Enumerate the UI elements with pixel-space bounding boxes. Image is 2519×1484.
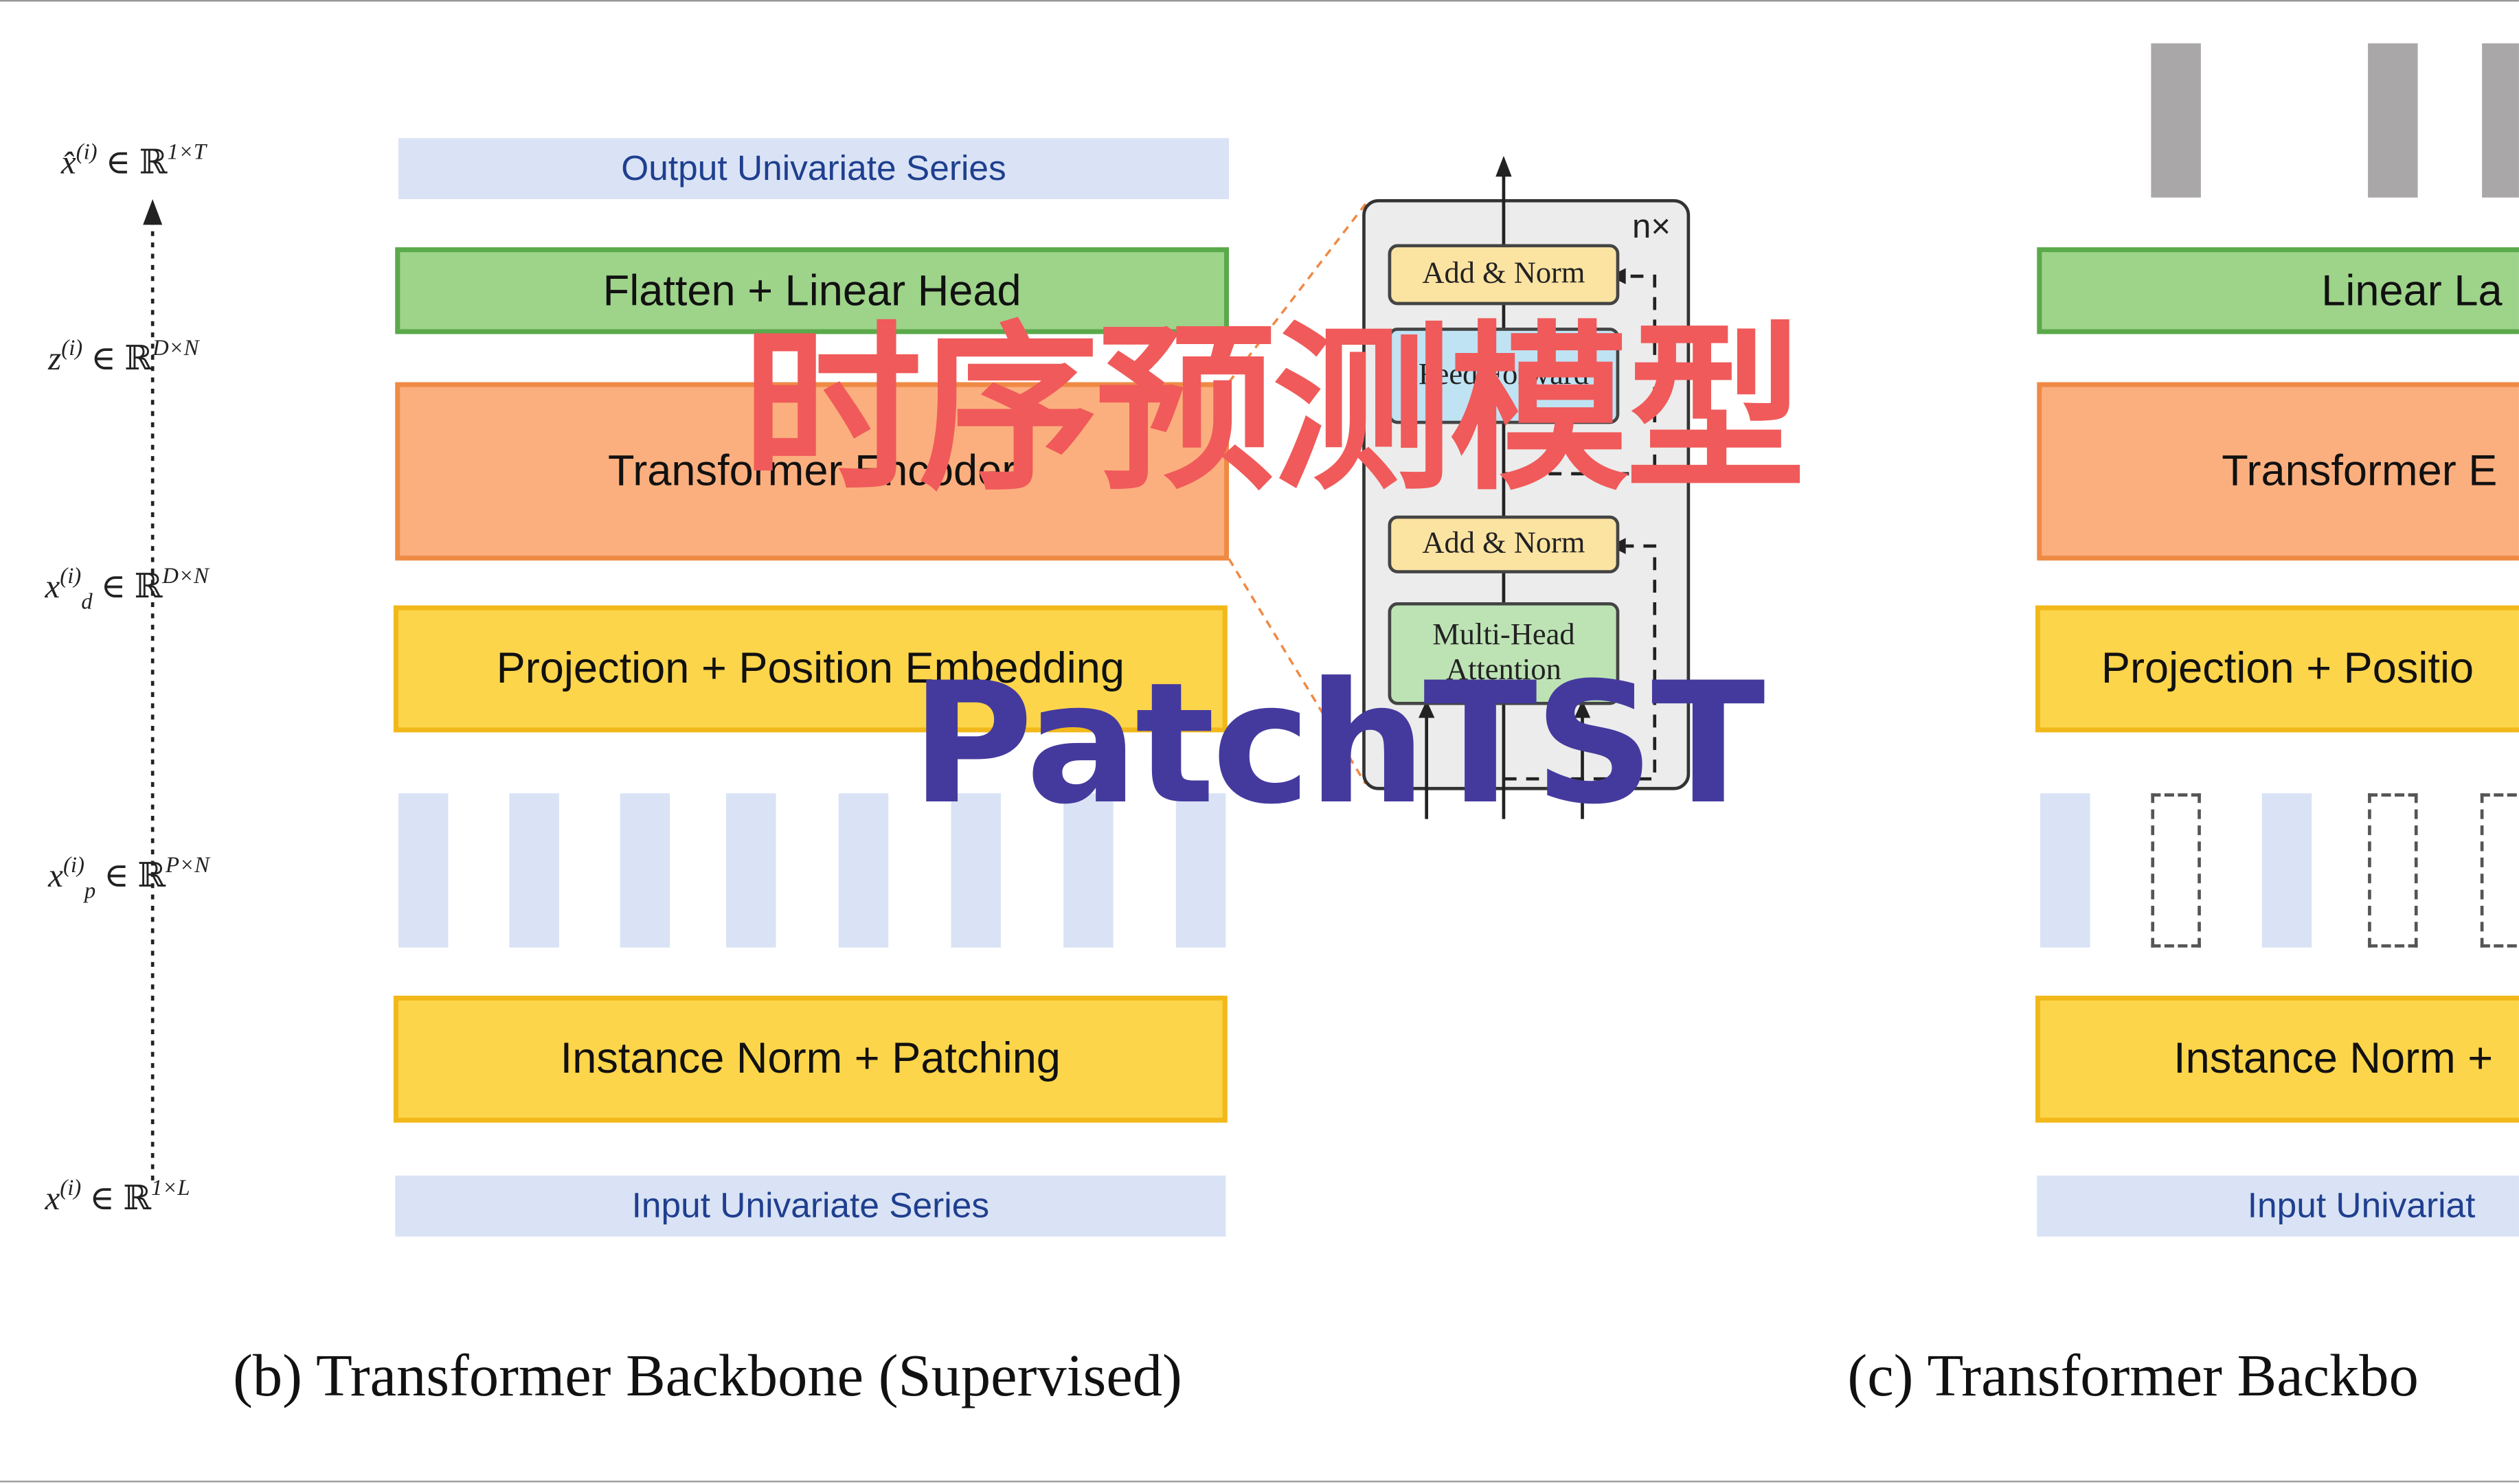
label-output-variable: x̂(i) ∈ ℝ1×T (60, 141, 206, 182)
patch-tile (398, 793, 449, 948)
transformer-encoder-box-c: Transformer E (2037, 382, 2519, 561)
input-series-box-c: Input Univariat (2037, 1175, 2519, 1237)
patch-tile (2040, 793, 2090, 948)
flatten-linear-head-box: Flatten + Linear Head (395, 247, 1230, 334)
caption-panel-c: (c) Transformer Backbo (1847, 1344, 2419, 1411)
input-series-box: Input Univariate Series (395, 1175, 1226, 1237)
label-input-variable: x(i) ∈ ℝ1×L (45, 1177, 190, 1218)
patch-tile (838, 793, 889, 948)
output-bar (2151, 43, 2201, 198)
patch-tile (509, 793, 559, 948)
patch-tile (1175, 793, 1226, 948)
patch-tile (2261, 793, 2312, 948)
repeat-n-label: n× (1632, 209, 1671, 246)
masked-patch-tile (2368, 793, 2418, 948)
instance-norm-box-c: Instance Norm + (2035, 995, 2519, 1123)
linear-layer-box: Linear La (2037, 247, 2519, 334)
masked-patch-tile (2480, 793, 2519, 948)
add-norm-bottom-box: Add & Norm (1388, 515, 1620, 573)
masked-patch-tile (2151, 793, 2201, 948)
projection-embedding-box: Projection + Position Embedding (393, 605, 1228, 733)
label-xd-variable: x(i)d ∈ ℝD×N (45, 565, 209, 615)
output-bar (2482, 43, 2519, 198)
caption-panel-b: (b) Transformer Backbone (Supervised) (233, 1344, 1182, 1411)
top-border (0, 0, 2519, 2)
patch-tile (951, 793, 1001, 948)
bottom-border (0, 1481, 2519, 1483)
overlay-title-chinese: 时序预测模型 (742, 306, 1805, 516)
overlay-title-patchtst: PatchTST (910, 646, 1765, 842)
transformer-encoder-box: Transformer Encoder (395, 382, 1230, 561)
patch-tile (1063, 793, 1114, 948)
label-xp-variable: x(i)p ∈ ℝP×N (48, 854, 210, 904)
patch-tile (726, 793, 776, 948)
feed-forward-box: Feed Forward (1388, 328, 1620, 424)
projection-embedding-box-c: Projection + Positio (2035, 605, 2519, 733)
output-bar (2368, 43, 2418, 198)
instance-norm-patching-box: Instance Norm + Patching (393, 995, 1228, 1123)
output-series-box: Output Univariate Series (398, 138, 1230, 199)
add-norm-top-box: Add & Norm (1388, 244, 1620, 306)
label-z-variable: z(i) ∈ ℝD×N (48, 337, 199, 378)
patch-tile (620, 793, 670, 948)
multi-head-attention-box: Multi-Head Attention (1388, 602, 1620, 705)
